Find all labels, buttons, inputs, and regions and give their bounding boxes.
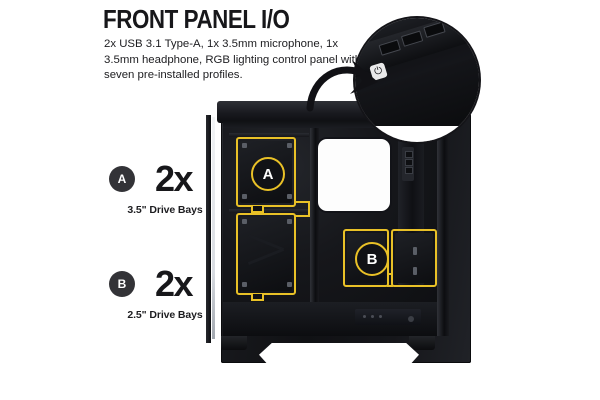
motherboard-tray-divider [310,128,319,318]
page-title: FRONT PANEL I/O [103,4,290,34]
drive-bay-a-lower-art [240,217,292,291]
bay-screw-icon [413,267,417,275]
callout-quantity-b: 2x [155,263,194,304]
highlight-connector-b [387,273,393,287]
pc-case-interior-cutaway: A B [203,95,508,395]
io-screw-icon [379,315,382,318]
curved-pointer-arrow [306,52,398,116]
callout-label-a: 3.5" Drive Bays [127,204,203,216]
bay-screw-icon [413,247,417,255]
callout-quantity-a: 2x [155,158,194,199]
callout-row-a: A 2x [100,158,230,200]
controller-led-1-icon [405,151,413,158]
bay-screw-icon [242,143,247,148]
highlight-region-a-upper [236,137,296,207]
highlight-notch-a-lower [251,294,264,301]
cpu-cooler-cutout [318,139,390,211]
bay-screw-icon [287,219,292,224]
callout-row-b: B 2x [100,263,230,305]
callout-group-a: A 2x 3.5" Drive Bays [100,158,230,216]
highlight-connector-a [294,201,310,217]
controller-led-2-icon [405,159,413,166]
front-panel-description: 2x USB 3.1 Type-A, 1x 3.5mm microphone, … [104,38,362,82]
image-marker-b: B [355,242,389,276]
tempered-glass-edge [212,117,215,339]
highlight-region-a-lower [236,213,296,295]
io-screw-icon [371,315,374,318]
case-foot-left [221,336,247,350]
bay-screw-icon [242,219,247,224]
drive-cage-rail-mid [229,209,309,213]
front-panel-io-closeup: ⏻ [355,18,479,142]
rear-io-plate [355,309,421,325]
io-port-icon [408,316,414,322]
bay-screw-icon [242,194,247,199]
callout-badge-a: A [109,166,135,192]
case-rear-edge [437,101,449,336]
case-top-lip [223,121,445,128]
callout-label-b: 2.5" Drive Bays [127,309,203,321]
closeup-base-fade [355,126,479,142]
bay-screw-icon [287,143,292,148]
glass-panel-frame [206,115,211,343]
controller-led-3-icon [405,167,413,174]
callout-group-b: B 2x 2.5" Drive Bays [100,263,230,321]
bay-screw-icon [287,282,292,287]
bay-screw-icon [287,194,292,199]
highlight-notch-a-upper [251,206,264,213]
callout-badge-b: B [109,271,135,297]
case-base-reflection [233,363,448,385]
io-screw-icon [363,315,366,318]
bay-screw-icon [242,282,247,287]
drive-cage-rail-top [229,133,309,137]
highlight-region-b-right [391,229,437,287]
case-foot-right [409,336,435,350]
image-marker-a: A [251,157,285,191]
